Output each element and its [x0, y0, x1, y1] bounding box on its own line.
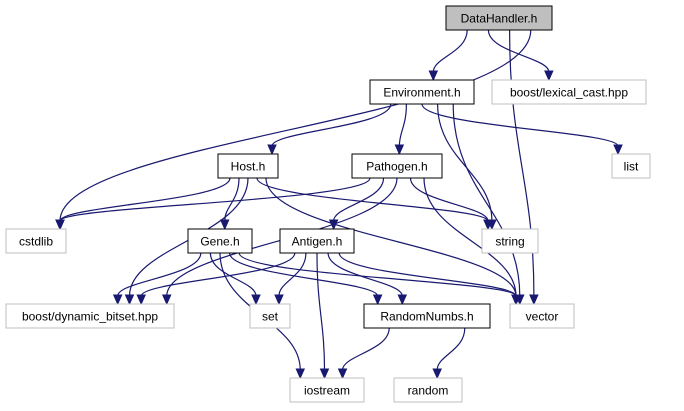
edge-pathogen-to-string: [409, 177, 489, 222]
edge-antigen-to-set: [278, 252, 307, 297]
node-label-datahandler: DataHandler.h: [461, 12, 538, 26]
node-random[interactable]: random: [393, 377, 463, 403]
edge-datahandler-to-cstdlib: [59, 29, 532, 222]
edge-environment-to-pathogen: [398, 103, 407, 147]
edge-antigen-to-vector: [338, 252, 517, 297]
arrowhead-host-to-gene: [219, 219, 230, 231]
arrowhead-gene-to-dynamic_bitset: [112, 294, 123, 306]
node-antigen[interactable]: Antigen.h: [279, 228, 355, 254]
edge-antigen-to-randomnumbs: [327, 252, 403, 297]
node-label-randomnumbs: RandomNumbs.h: [380, 310, 473, 324]
node-layer: DataHandler.h Environment.h boost/lexica…: [5, 5, 651, 403]
edge-environment-to-string: [437, 103, 493, 222]
arrowhead-gene-to-set: [251, 294, 261, 306]
node-label-dynamic-bitset: boost/dynamic_bitset.hpp: [22, 310, 158, 324]
arrowhead-environment-to-pathogen: [394, 144, 405, 156]
edge-pathogen-to-vector: [423, 177, 517, 297]
node-label-random: random: [408, 384, 449, 398]
node-iostream[interactable]: iostream: [289, 377, 365, 403]
node-list[interactable]: list: [611, 153, 651, 179]
arrowhead-antigen-to-randomnumbs: [397, 294, 408, 306]
edge-pathogen-to-antigen: [333, 177, 385, 222]
arrowhead-antigen-to-dynamic_bitset: [136, 294, 146, 306]
arrowhead-environment-to-host: [267, 144, 277, 156]
arrowhead-antigen-to-iostream: [319, 368, 330, 380]
node-label-cstdlib: cstdlib: [19, 235, 53, 249]
arrowhead-datahandler-to-vector: [529, 294, 539, 306]
arrowhead-pathogen-to-cstdlib: [55, 219, 65, 231]
node-lexical-cast[interactable]: boost/lexical_cast.hpp: [491, 79, 647, 105]
arrowhead-randomnumbs-to-iostream: [337, 368, 348, 380]
edge-layer: [55, 29, 623, 380]
node-label-set: set: [262, 310, 279, 324]
edge-gene-to-set: [209, 252, 257, 297]
edge-gene-to-dynamic_bitset: [117, 252, 202, 297]
arrowhead-gene-to-randomnumbs: [372, 294, 383, 306]
node-set[interactable]: set: [249, 303, 291, 329]
edge-pathogen-to-cstdlib: [59, 177, 371, 222]
arrowhead-randomnumbs-to-random: [432, 368, 442, 380]
edge-host-to-string: [256, 177, 489, 222]
edge-randomnumbs-to-random: [436, 327, 466, 371]
node-label-iostream: iostream: [304, 384, 350, 398]
node-label-list: list: [624, 160, 639, 174]
node-label-host: Host.h: [231, 160, 266, 174]
node-environment[interactable]: Environment.h: [369, 79, 475, 105]
node-label-environment: Environment.h: [383, 86, 460, 100]
arrowhead-antigen-to-vector: [511, 294, 521, 306]
arrowhead-environment-to-list: [613, 144, 623, 156]
node-vector[interactable]: vector: [509, 303, 575, 329]
node-pathogen[interactable]: Pathogen.h: [351, 153, 443, 179]
arrowhead-pathogen-to-string: [483, 219, 493, 231]
node-label-pathogen: Pathogen.h: [366, 160, 427, 174]
edge-antigen-to-dynamic_bitset: [140, 252, 296, 297]
node-string[interactable]: string: [481, 228, 539, 254]
arrowhead-gene-to-iostream: [295, 368, 306, 380]
node-cstdlib[interactable]: cstdlib: [5, 228, 67, 254]
node-label-string: string: [495, 235, 524, 249]
edge-antigen-to-iostream: [316, 252, 326, 371]
edge-datahandler-to-lexical_cast: [487, 29, 550, 73]
arrowhead-host-to-dynamic_bitset: [124, 294, 135, 306]
node-randomnumbs[interactable]: RandomNumbs.h: [363, 303, 491, 329]
node-label-lexical-cast: boost/lexical_cast.hpp: [510, 86, 628, 100]
node-host[interactable]: Host.h: [217, 153, 279, 179]
edge-environment-to-host: [271, 103, 392, 147]
node-datahandler[interactable]: DataHandler.h: [445, 5, 553, 31]
edge-gene-to-vector: [238, 252, 517, 297]
edge-gene-to-randomnumbs: [229, 252, 379, 297]
edge-host-to-vector: [265, 177, 517, 297]
node-dynamic-bitset[interactable]: boost/dynamic_bitset.hpp: [5, 303, 175, 329]
edge-host-to-gene: [224, 177, 240, 222]
node-label-gene: Gene.h: [200, 235, 239, 249]
edge-randomnumbs-to-iostream: [341, 327, 390, 371]
arrowhead-pathogen-to-dynamic_bitset: [161, 294, 172, 306]
arrowhead-datahandler-to-environment: [428, 70, 439, 82]
edge-datahandler-to-vector: [509, 29, 535, 297]
node-label-antigen: Antigen.h: [292, 235, 343, 249]
arrowhead-datahandler-to-lexical_cast: [544, 70, 554, 82]
arrowhead-antigen-to-set: [274, 294, 284, 306]
node-label-vector: vector: [526, 310, 559, 324]
edge-environment-to-vector: [452, 103, 521, 297]
edge-host-to-cstdlib: [59, 177, 231, 222]
edge-environment-to-list: [421, 103, 619, 147]
edge-datahandler-to-environment: [432, 29, 468, 73]
node-gene[interactable]: Gene.h: [187, 228, 253, 254]
